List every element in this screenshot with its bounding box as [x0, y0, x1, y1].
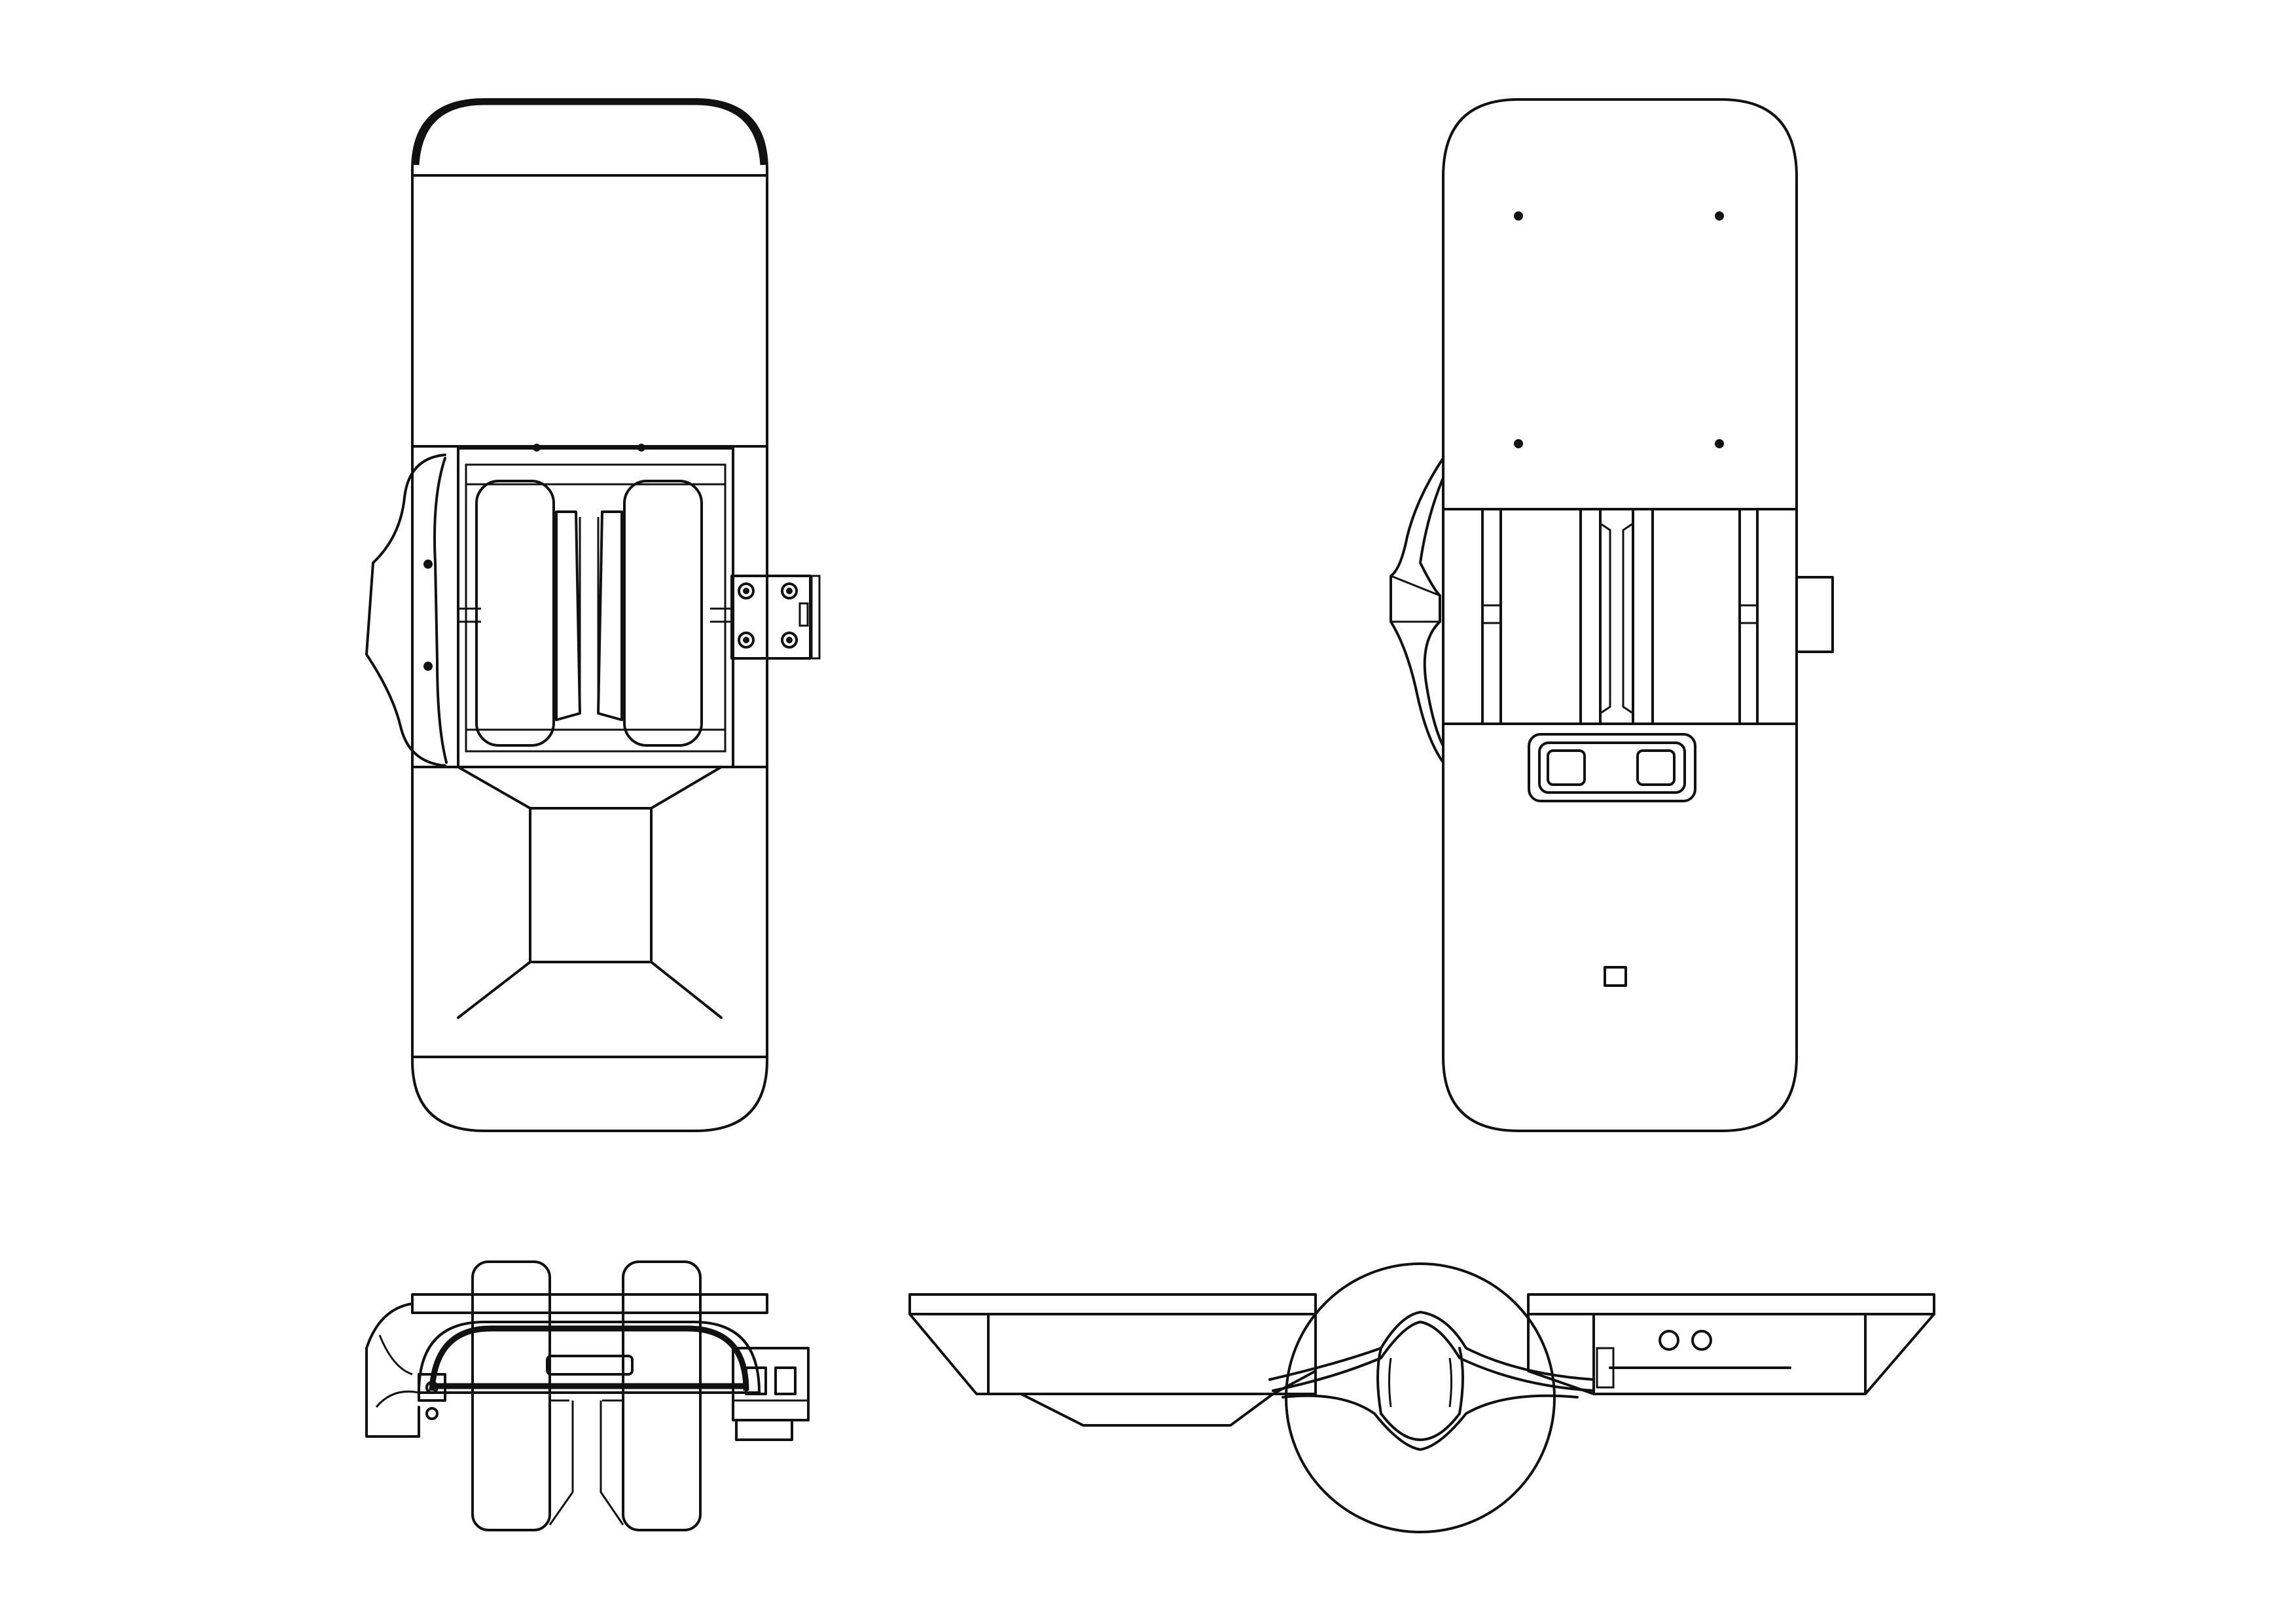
top-view-outline — [1442, 98, 1798, 1132]
side-view-deck-front — [908, 1293, 1317, 1315]
top-view-handle — [1528, 733, 1696, 802]
side-view-deck-rear — [1527, 1293, 1935, 1315]
bottom-view-tire-right — [623, 480, 703, 747]
bottom-view-side-fender — [365, 454, 446, 767]
top-view-bolt — [1514, 211, 1523, 221]
top-view-side-tab — [1795, 576, 1834, 653]
end-view — [365, 1260, 810, 1531]
bottom-view-bracket — [730, 575, 812, 660]
end-view-tire-left — [471, 1260, 551, 1531]
end-view-deck — [411, 1293, 768, 1314]
top-view-indicator — [1604, 966, 1627, 987]
bottom-view-tire-left — [475, 480, 555, 747]
bottom-view — [365, 98, 821, 1132]
bottom-view-outline — [411, 98, 768, 1132]
side-view-port — [1659, 1330, 1679, 1351]
end-view-handle — [546, 1355, 634, 1376]
bottom-view-battery-box — [529, 807, 653, 963]
top-view — [1390, 98, 1834, 1132]
side-view — [908, 1262, 1935, 1533]
end-view-tire-right — [622, 1260, 702, 1531]
bottom-view-front-bumper — [413, 99, 766, 166]
